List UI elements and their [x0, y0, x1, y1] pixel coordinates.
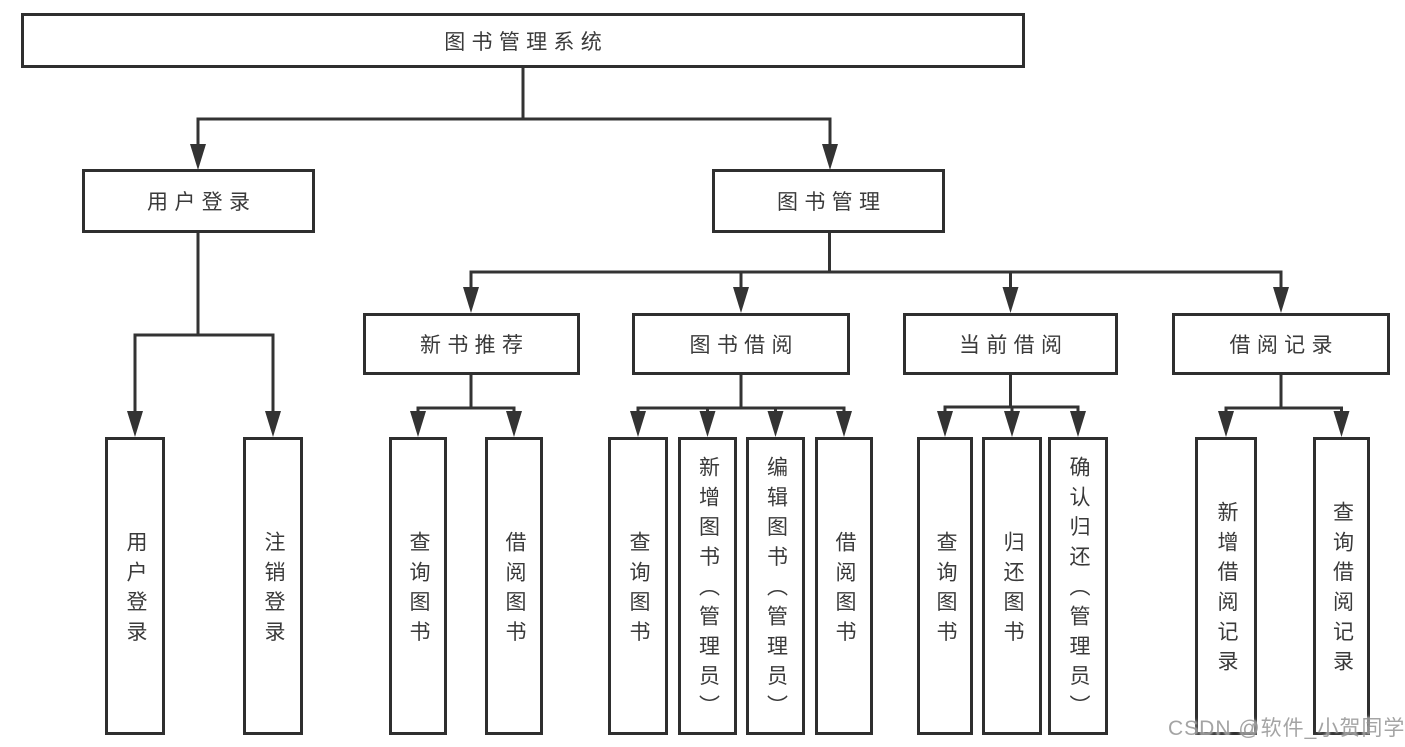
- node-label: 新书推荐: [420, 334, 530, 357]
- leaf-query-books-current: 查询图书: [917, 437, 973, 735]
- arrow-down-icon: [1218, 411, 1234, 437]
- arrow-down-icon: [410, 411, 426, 437]
- arrow-down-icon: [733, 287, 749, 313]
- csdn-watermark: CSDN @软件_小贺同学: [1168, 717, 1405, 740]
- arrow-down-icon: [190, 144, 206, 170]
- leaf-logout: 注销登录: [243, 437, 303, 735]
- node-label: 注销登录: [262, 530, 285, 651]
- node-label: 用户登录: [124, 530, 147, 651]
- node-label: 图书借阅: [689, 334, 799, 357]
- node-root: 图书管理系统: [21, 13, 1025, 68]
- leaf-borrow-books-recommend: 借阅图书: [485, 437, 543, 735]
- node-label: 确认归还（管理员）: [1067, 456, 1090, 725]
- arrow-down-icon: [767, 411, 784, 437]
- node-label: 用户登录: [147, 191, 257, 214]
- leaf-query-books-borrow: 查询图书: [608, 437, 668, 735]
- node-label: 当前借阅: [959, 334, 1069, 357]
- node-user-login: 用户登录: [82, 169, 315, 233]
- arrow-down-icon: [630, 411, 646, 437]
- leaf-user-login: 用户登录: [105, 437, 165, 735]
- node-label: 新增图书（管理员）: [696, 456, 720, 725]
- arrow-down-icon: [1333, 411, 1350, 437]
- node-label: 图书管理系统: [444, 30, 609, 54]
- leaf-query-books-recommend: 查询图书: [389, 437, 447, 735]
- arrowheads: [127, 144, 1350, 437]
- node-label: 新增借阅记录: [1215, 500, 1238, 680]
- node-book-borrowing: 图书借阅: [632, 313, 850, 375]
- leaf-add-borrow-record: 新增借阅记录: [1195, 437, 1257, 735]
- node-current-borrowing: 当前借阅: [903, 313, 1118, 375]
- arrow-down-icon: [127, 411, 143, 437]
- node-label: 查询图书: [407, 530, 430, 651]
- node-label: 借阅图书: [833, 530, 856, 651]
- arrow-down-icon: [1002, 287, 1019, 313]
- arrow-down-icon: [822, 144, 838, 170]
- node-book-management: 图书管理: [712, 169, 945, 233]
- node-label: 借阅记录: [1229, 334, 1339, 357]
- arrow-down-icon: [937, 411, 953, 437]
- leaf-add-books-admin: 新增图书（管理员）: [678, 437, 737, 735]
- node-label: 归还图书: [1001, 530, 1024, 651]
- node-label: 编辑图书（管理员）: [764, 456, 788, 725]
- node-borrowing-records: 借阅记录: [1172, 313, 1390, 375]
- node-label: 查询图书: [934, 530, 957, 651]
- arrow-down-icon: [463, 287, 479, 313]
- arrow-down-icon: [836, 411, 852, 437]
- leaf-return-books: 归还图书: [982, 437, 1042, 735]
- leaf-confirm-return-admin: 确认归还（管理员）: [1048, 437, 1108, 735]
- arrow-down-icon: [699, 411, 716, 437]
- node-label: 图书管理: [777, 191, 887, 214]
- leaf-query-borrow-record: 查询借阅记录: [1313, 437, 1370, 735]
- arrow-down-icon: [1273, 287, 1289, 313]
- leaf-borrow-books: 借阅图书: [815, 437, 873, 735]
- arrow-down-icon: [506, 411, 522, 437]
- node-label: 查询借阅记录: [1330, 500, 1354, 680]
- arrow-down-icon: [1004, 411, 1020, 437]
- node-new-book-recommendation: 新书推荐: [363, 313, 580, 375]
- arrow-down-icon: [265, 411, 281, 437]
- node-label: 查询图书: [627, 530, 650, 651]
- node-label: 借阅图书: [503, 530, 526, 651]
- arrow-down-icon: [1070, 411, 1086, 437]
- leaf-edit-books-admin: 编辑图书（管理员）: [746, 437, 805, 735]
